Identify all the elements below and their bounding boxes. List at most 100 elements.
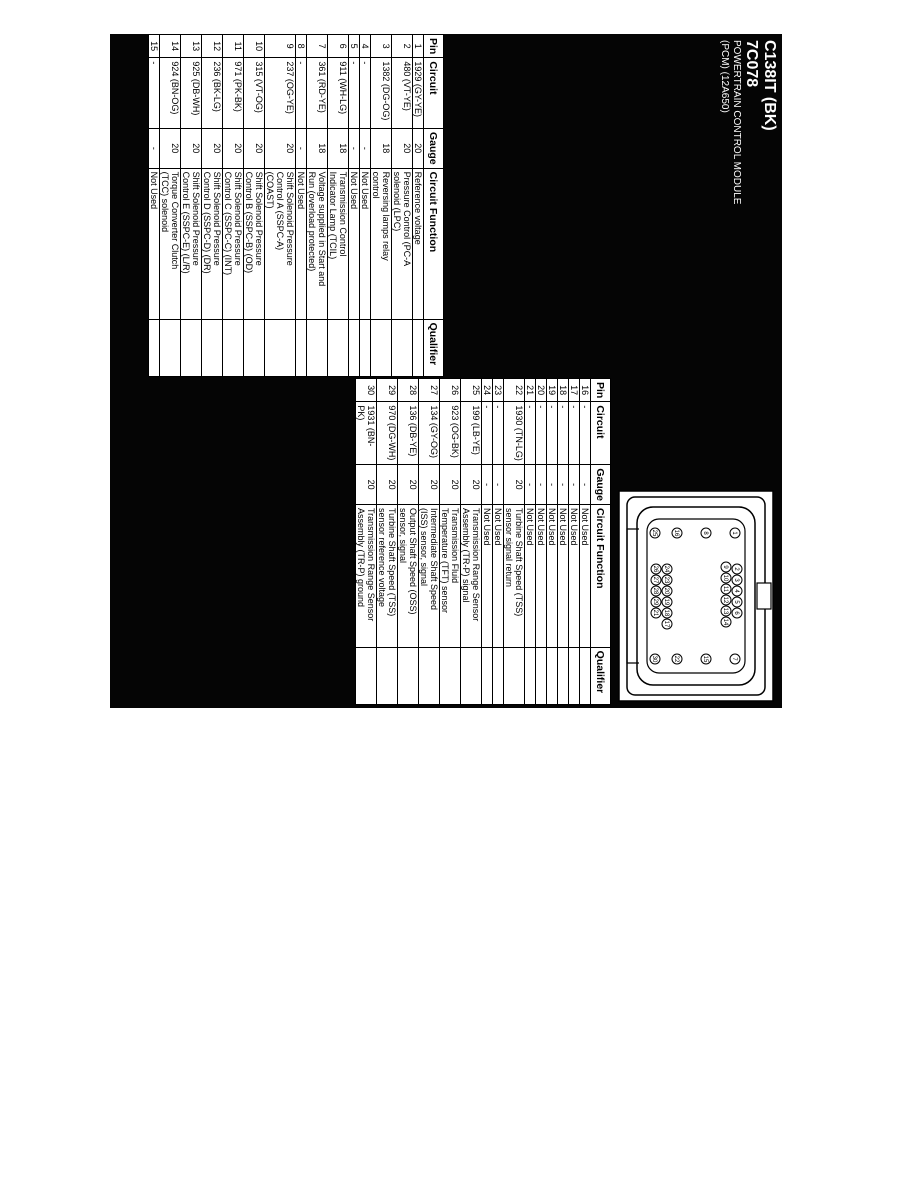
col-gauge: Gauge xyxy=(423,128,444,169)
circuit-function: Turbine Shaft Speed (TSS) sensor signal … xyxy=(503,504,525,648)
qualifier xyxy=(264,319,296,377)
circuit-function: Not Used xyxy=(481,504,493,648)
circuit-code: - xyxy=(524,401,536,465)
rotated-sheet: C138IT (BK) 7C078 POWERTRAIN CONTROL MOD… xyxy=(110,34,782,708)
pin-number: 30 xyxy=(355,378,377,402)
circuit-function: Shift Solenoid Pressure Control A (SSPC-… xyxy=(264,168,296,320)
pin-hole xyxy=(671,653,683,665)
connector-id: C138IT (BK) xyxy=(761,40,778,131)
circuit-function: Transmission Control Indicator Lamp (TCI… xyxy=(327,168,349,320)
pin-number: 16 xyxy=(579,378,591,402)
circuit-code: - xyxy=(492,401,504,465)
circuit-code: - xyxy=(359,57,371,129)
pin-number: 27 xyxy=(418,378,440,402)
pin-number: 26 xyxy=(439,378,461,402)
circuit-code: - xyxy=(546,401,558,465)
wire-gauge: 20 xyxy=(391,128,413,169)
pin-hole-label: 16 xyxy=(673,530,679,537)
part-number: 7C078 xyxy=(743,40,760,88)
circuit-code: 199 (LB-YE) xyxy=(460,401,482,465)
wire-gauge: - xyxy=(546,464,558,505)
pin-hole-label: 28 xyxy=(652,588,658,595)
circuit-function: Output Shaft Speed (OSS) sensor, signal xyxy=(397,504,419,648)
wire-gauge: - xyxy=(492,464,504,505)
pin-row: 8--Not Used xyxy=(295,34,307,377)
col-qualifier: Qualifier xyxy=(423,319,444,377)
circuit-code: 970 (DG-WH) xyxy=(376,401,398,465)
wire-gauge: - xyxy=(557,464,569,505)
pin-hole-label: 18 xyxy=(663,610,669,617)
pin-hole xyxy=(720,583,732,595)
wire-gauge: - xyxy=(535,464,547,505)
pin-hole xyxy=(661,563,673,575)
pin-number: 10 xyxy=(243,34,265,58)
module-code: (PCM) (12A650) xyxy=(719,40,730,113)
wire-gauge: - xyxy=(568,464,580,505)
pin-hole xyxy=(650,563,662,575)
circuit-code: - xyxy=(148,57,160,129)
pin-hole-label: 23 xyxy=(663,577,669,584)
qualifier xyxy=(535,647,547,705)
pin-hole-label: 25 xyxy=(651,530,657,537)
pin-hole xyxy=(650,596,662,608)
qualifier xyxy=(306,319,328,377)
pin-hole xyxy=(661,574,673,586)
qualifier xyxy=(295,319,307,377)
pin-hole xyxy=(729,653,741,665)
pin-number: 9 xyxy=(264,34,296,58)
pin-hole-label: 27 xyxy=(652,577,658,584)
pin-hole xyxy=(720,616,732,628)
qualifier xyxy=(243,319,265,377)
pin-hole-label: 6 xyxy=(733,611,739,615)
circuit-function: Voltage supplied in Start and Run (overl… xyxy=(306,168,328,320)
wire-gauge: 20 xyxy=(439,464,461,505)
pin-row: 17--Not Used xyxy=(568,378,580,705)
pin-hole xyxy=(661,585,673,597)
pin-number: 24 xyxy=(481,378,493,402)
pin-hole-label: 20 xyxy=(663,588,669,595)
qualifier xyxy=(327,319,349,377)
col-gauge: Gauge xyxy=(590,464,611,505)
pin-hole xyxy=(720,605,732,617)
wire-gauge: 20 xyxy=(503,464,525,505)
module-name: POWERTRAIN CONTROL MODULE xyxy=(731,40,742,205)
col-pin: Pin xyxy=(423,34,444,58)
pin-hole-label: 29 xyxy=(652,599,658,606)
qualifier xyxy=(222,319,244,377)
qualifier xyxy=(201,319,223,377)
qualifier xyxy=(460,647,482,705)
col-circuit-function: Circuit Function xyxy=(423,168,444,320)
pin-hole-label: 8 xyxy=(702,531,708,535)
pin-hole-label: 26 xyxy=(652,566,658,573)
qualifier xyxy=(376,647,398,705)
pin-number: 2 xyxy=(391,34,413,58)
pin-hole xyxy=(700,527,712,539)
circuit-code: 1930 (TN-LG) xyxy=(503,401,525,465)
circuit-function: Shift Solenoid Pressure Control E (SSPC-… xyxy=(180,168,202,320)
circuit-code: 1931 (BN-PK) xyxy=(355,401,377,465)
connector-lock-tab xyxy=(626,528,639,664)
circuit-function: Not Used xyxy=(295,168,307,320)
circuit-code: - xyxy=(557,401,569,465)
pin-number: 13 xyxy=(180,34,202,58)
pin-number: 12 xyxy=(201,34,223,58)
pin-row: 21--Not Used xyxy=(524,378,536,705)
circuit-code: 237 (OG-YE) xyxy=(264,57,296,129)
pin-row: 15--Not Used xyxy=(148,34,160,377)
pin-hole-label: 11 xyxy=(722,586,728,593)
pin-number: 3 xyxy=(370,34,392,58)
circuit-code: 923 (OG-BK) xyxy=(439,401,461,465)
pin-row: 20--Not Used xyxy=(535,378,547,705)
circuit-code: 361 (RD-YE) xyxy=(306,57,328,129)
circuit-code: 236 (BK-LG) xyxy=(201,57,223,129)
pin-table-left: Pin Circuit Gauge Circuit Function Quali… xyxy=(148,34,444,377)
